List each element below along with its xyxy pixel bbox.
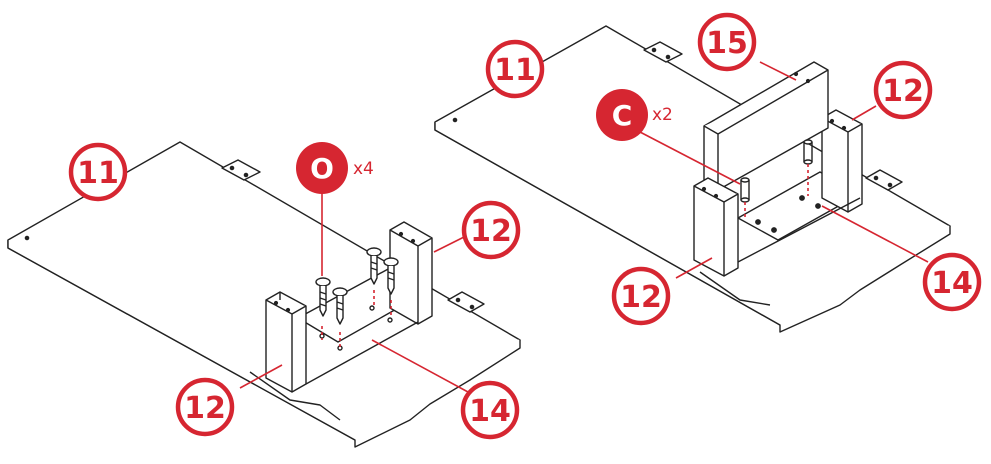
right-leader-lines (639, 61, 929, 279)
svg-text:12: 12 (184, 391, 226, 426)
svg-text:12: 12 (620, 280, 662, 315)
callout-left-part-11: 11 (68, 142, 128, 202)
left-screw-4 (383, 257, 399, 295)
right-side-panel-back (821, 109, 863, 213)
svg-text:11: 11 (494, 53, 536, 88)
right-step-illustration (434, 25, 951, 333)
callout-right-part-11: 11 (485, 39, 545, 99)
svg-text:11: 11 (77, 156, 119, 191)
svg-text:12: 12 (882, 74, 924, 109)
callout-right-part-14: 14 (922, 252, 982, 312)
left-screw-2 (332, 287, 348, 325)
svg-text:14: 14 (469, 394, 511, 429)
hardware-qty-right: x2 (652, 105, 673, 125)
callout-left-part-12-top: 12 (461, 200, 521, 260)
right-dowel-1 (740, 177, 750, 203)
left-screw-1 (315, 277, 331, 317)
svg-text:14: 14 (931, 266, 973, 301)
right-dowel-2 (803, 139, 813, 165)
hardware-badge-right: C x2 (596, 89, 673, 141)
hardware-badge-left: O x4 (296, 142, 374, 194)
callout-left-part-14: 14 (460, 380, 520, 440)
callout-right-part-12-top: 12 (873, 60, 933, 120)
left-leader-lines (239, 190, 469, 393)
svg-text:15: 15 (706, 26, 748, 61)
left-side-panel-front (265, 291, 307, 393)
callout-left-part-12-bottom: 12 (175, 377, 235, 437)
callout-right-part-15: 15 (697, 12, 757, 72)
hardware-qty-left: x4 (353, 159, 374, 179)
left-side-panel-back (389, 221, 433, 325)
left-hinge-right (447, 291, 485, 313)
left-board-front-edge (7, 240, 521, 448)
callout-right-part-12-bottom: 12 (611, 266, 671, 326)
svg-text:C: C (612, 99, 633, 132)
right-hinge-right (865, 169, 903, 191)
right-hinge-top (643, 41, 683, 63)
right-board-front-edge (434, 122, 951, 333)
left-hinge-top (221, 159, 261, 181)
right-side-panel-front (693, 177, 739, 277)
left-step-illustration (7, 141, 521, 448)
svg-text:12: 12 (470, 214, 512, 249)
svg-text:O: O (310, 152, 334, 185)
left-screw-3 (366, 247, 382, 285)
